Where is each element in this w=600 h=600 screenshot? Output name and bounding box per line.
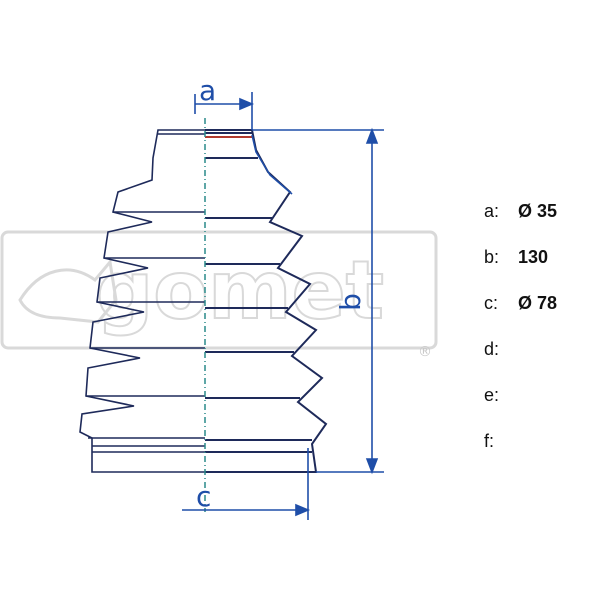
spec-value: Ø 35: [518, 200, 558, 221]
boot-left-half: [79, 129, 205, 473]
spec-row-b: b: 130: [484, 234, 594, 280]
watermark-text: gomet: [96, 244, 384, 337]
dimension-b-label: b: [334, 293, 367, 311]
dimension-b: [252, 127, 384, 475]
spec-row-f: f:: [484, 418, 594, 464]
dimension-c-label: c: [196, 480, 211, 513]
watermark-animal: [18, 258, 118, 324]
watermark-registered-mark: ®: [418, 344, 432, 360]
spec-row-a: a: Ø 35: [484, 188, 594, 234]
dimension-a-label: a: [199, 74, 216, 107]
spec-row-e: e:: [484, 372, 594, 418]
spec-key: c:: [484, 292, 499, 313]
dimension-c: [182, 448, 311, 520]
spec-row-d: d:: [484, 326, 594, 372]
dimension-a: [194, 92, 255, 130]
spec-key: d:: [484, 338, 500, 359]
specification-list: a: Ø 35 b: 130 c: Ø 78 d: e: f:: [484, 188, 594, 464]
spec-key: b:: [484, 246, 500, 267]
spec-key: e:: [484, 384, 500, 405]
spec-value: 130: [518, 246, 549, 267]
boot-right-half: [205, 129, 328, 473]
spec-key: f:: [484, 430, 495, 451]
spec-value: Ø 78: [518, 292, 558, 313]
watermark-frame: [0, 230, 438, 350]
watermark-logo: [0, 230, 438, 350]
boot-inner-wall: [251, 134, 293, 195]
spec-row-c: c: Ø 78: [484, 280, 594, 326]
spec-key: a:: [484, 200, 500, 221]
